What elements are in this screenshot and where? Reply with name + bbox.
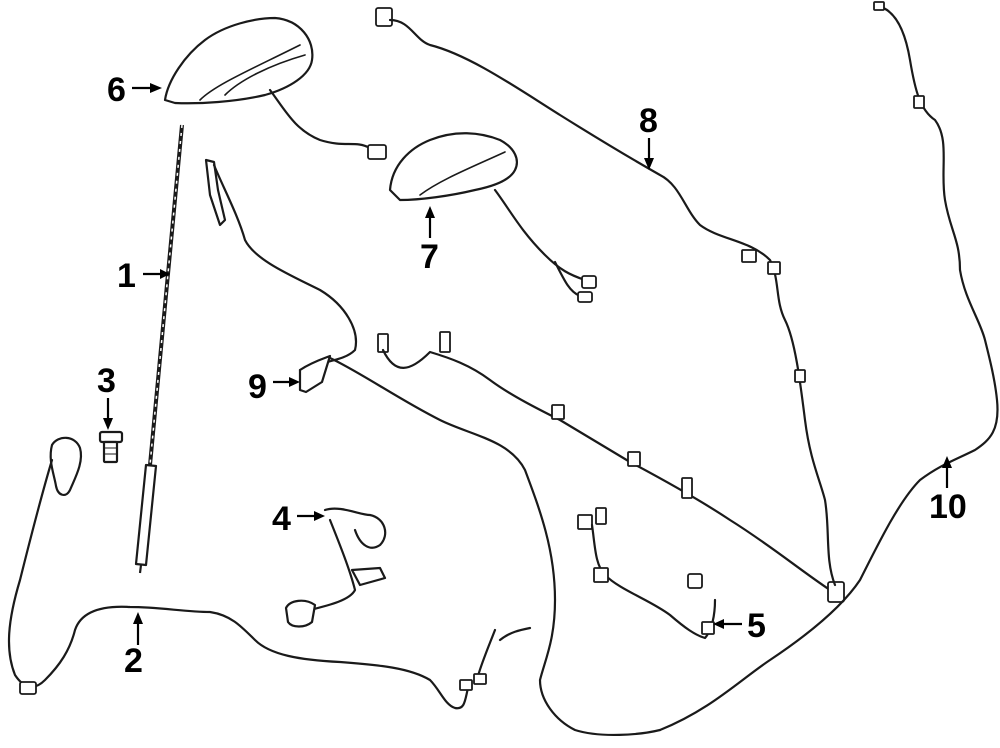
callout-label: 10 xyxy=(929,488,967,526)
callout-5: 5 xyxy=(713,607,766,645)
callout-label: 6 xyxy=(107,71,126,109)
antenna-mast[interactable] xyxy=(134,124,184,574)
callout-9: 9 xyxy=(248,368,300,406)
callout-label: 1 xyxy=(117,257,136,295)
antenna-housing-6[interactable] xyxy=(163,16,387,160)
small-harness-4[interactable] xyxy=(284,507,387,628)
callout-8: 8 xyxy=(639,102,658,170)
harness-9-branch[interactable] xyxy=(377,331,845,603)
callout-label: 8 xyxy=(639,102,658,140)
callout-label: 7 xyxy=(420,238,439,276)
callout-4: 4 xyxy=(272,500,325,538)
callout-label: 5 xyxy=(747,607,766,645)
harness-9[interactable] xyxy=(204,158,662,736)
callout-3: 3 xyxy=(97,362,116,430)
callout-7: 7 xyxy=(420,206,439,276)
callout-label: 4 xyxy=(272,500,291,538)
harness-10[interactable] xyxy=(658,1,999,732)
mount-screw[interactable] xyxy=(98,430,124,464)
callout-6: 6 xyxy=(107,71,162,109)
callout-label: 2 xyxy=(124,642,143,680)
small-harness-5[interactable] xyxy=(577,507,717,640)
callout-2: 2 xyxy=(124,612,143,680)
harness-8[interactable] xyxy=(375,7,837,587)
antenna-housing-7[interactable] xyxy=(388,132,597,303)
callout-10: 10 xyxy=(929,456,967,526)
callout-label: 9 xyxy=(248,368,267,406)
antenna-cable-2[interactable] xyxy=(7,436,473,710)
callout-1: 1 xyxy=(117,257,170,295)
callout-label: 3 xyxy=(97,362,116,400)
